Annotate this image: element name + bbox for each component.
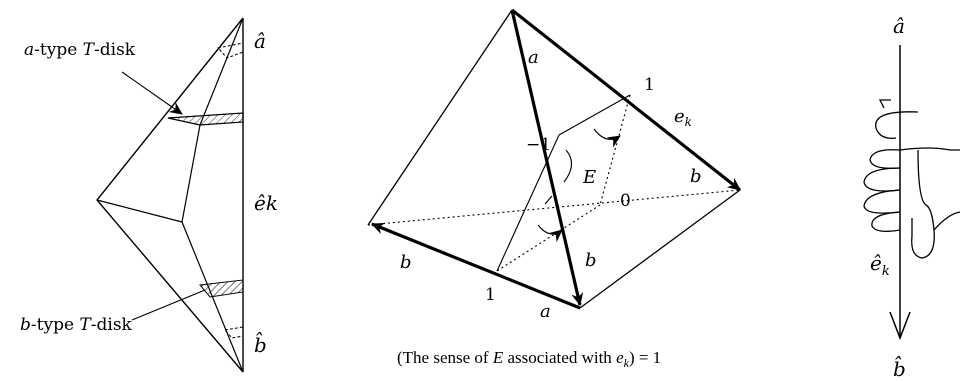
edge-a-b-arrow [510,9,584,306]
orientation-arc-left [563,149,573,183]
edge-bottom-right [579,189,741,309]
orientation-arc-top [593,128,621,148]
left-inner-edge [181,17,244,373]
right-b-hat-label: b̂ [893,355,906,381]
disk-edge-right-hidden [599,94,631,206]
label-1-top: 1 [644,75,655,95]
e-k-hat-label: êk [254,191,278,215]
edge-hidden-back [367,189,741,226]
a-type-hatching [168,113,243,125]
right-a-hat-label: â [893,14,905,38]
label-0: 0 [620,191,631,211]
label-b-left: b [400,252,412,273]
a-type-label: a-type T-disk [24,40,136,60]
b-hat-small-disk [224,326,244,339]
a-hat-label: â [254,29,266,53]
middle-figure: a 1 ek −1 E 0 b b b 1 a (The sense of E … [367,8,741,370]
label-minus-1: −1 [526,135,551,155]
orientation-tick [544,195,553,205]
label-a-bottom: a [540,301,551,322]
label-b-mid: b [585,250,597,271]
label-e-k: ek [674,106,692,129]
edge-e-k-arrow [511,8,741,192]
right-figure: â êk b̂ [863,14,960,381]
a-hat-small-disk [217,42,244,59]
right-e-k-hat-label: êk [870,251,890,279]
edge-a-b-bottom-arrow [371,222,581,310]
label-E: E [582,167,596,188]
b-type-label: b-type T-disk [20,315,133,335]
orientation-arc-bottom [537,224,563,243]
label-1-bottom: 1 [485,285,496,305]
left-figure: a-type T-disk b-type T-disk â êk b̂ [20,17,278,373]
disk-edge-top [558,94,631,136]
b-type-pointer-line [131,289,206,321]
a-type-pointer-arrow [121,71,183,115]
left-middle-edge [96,199,183,223]
hand-icon [863,147,960,259]
label-b-right: b [690,166,702,187]
rotation-arrow [875,111,919,139]
b-hat-label: b̂ [254,331,267,357]
sense-caption: (The sense of E associated with ek) = 1 [397,348,661,370]
disk-edge-bottom-hidden [496,204,601,272]
rotation-arrow-tip [878,99,891,109]
disk-edge-left [496,134,560,272]
edge-top-left [367,9,513,226]
b-type-t-disk [199,279,244,298]
label-a-top: a [528,47,539,68]
right-axis-arrowhead [889,311,911,341]
